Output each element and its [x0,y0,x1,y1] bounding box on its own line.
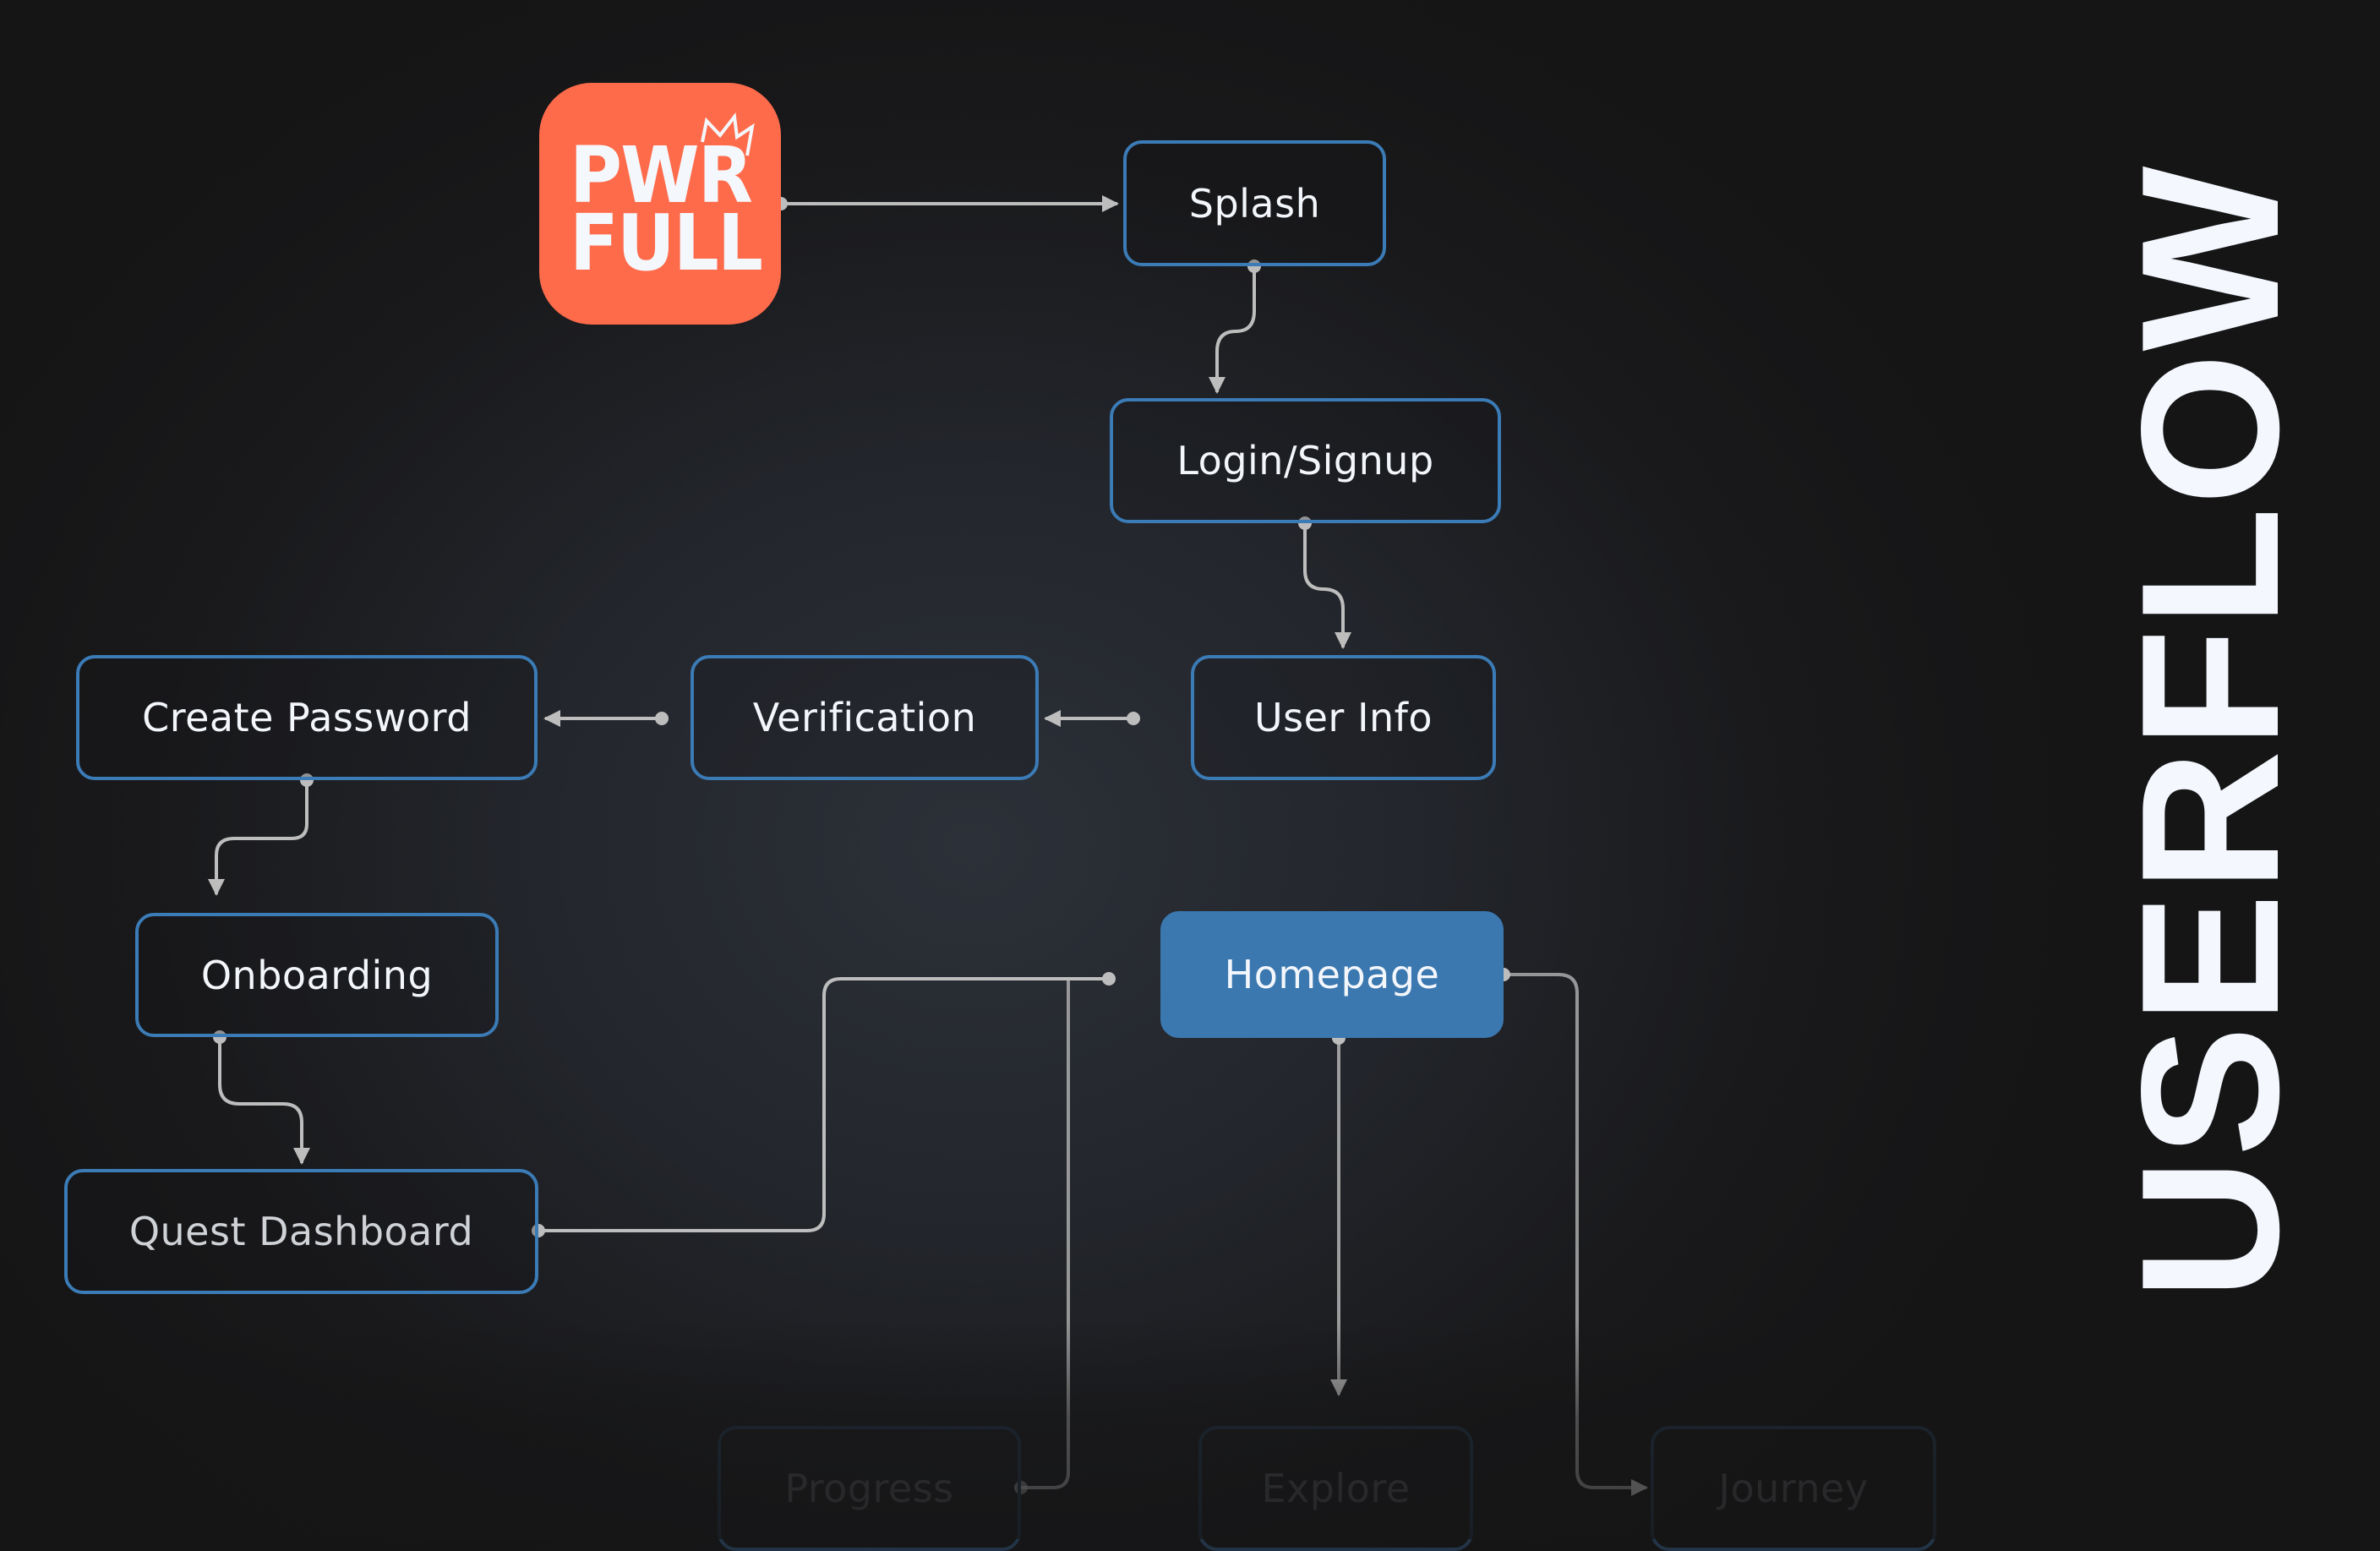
node-quest-dashboard[interactable]: Quest Dashboard [64,1169,538,1294]
node-create-password[interactable]: Create Password [76,655,538,780]
node-label: Splash [1188,180,1321,227]
node-label: Journey [1718,1466,1869,1511]
node-homepage[interactable]: Homepage [1160,911,1504,1038]
node-user-info[interactable]: User Info [1191,655,1496,780]
node-splash[interactable]: Splash [1123,140,1386,266]
edge-onboarding-questdashboard [218,1037,310,1165]
edge-homepage-journey [1504,973,1648,1496]
edge-homepage-progress [1021,979,1070,1489]
node-label: Explore [1261,1466,1411,1511]
page-title: USERFLOW [2101,164,2320,1300]
port-dot [1102,972,1116,986]
edge-questdashboard-homepage [538,977,1109,1232]
port-dot [1127,712,1140,725]
node-journey[interactable]: Journey [1651,1426,1936,1551]
node-progress[interactable]: Progress [718,1426,1021,1551]
node-label: User Info [1253,695,1433,740]
crown-icon [701,112,755,156]
edge-splash-login [1209,266,1256,394]
node-label: Quest Dashboard [128,1209,474,1254]
node-onboarding[interactable]: Onboarding [135,913,499,1037]
node-explore[interactable]: Explore [1198,1426,1473,1551]
node-label: Create Password [142,695,472,740]
port-dot [655,712,669,725]
edge-login-userinfo [1303,523,1351,649]
node-label: Onboarding [200,952,434,998]
node-label: Login/Signup [1176,438,1434,483]
node-label: Progress [784,1466,954,1511]
edge-createpassword-onboarding [208,780,308,896]
logo-wordmark: PWR FULL [570,130,763,288]
pwrfull-logo[interactable]: PWR FULL [539,83,781,325]
node-label: Verification [752,695,977,740]
node-label: Homepage [1224,952,1440,997]
node-verification[interactable]: Verification [691,655,1039,780]
node-login-signup[interactable]: Login/Signup [1110,398,1501,523]
